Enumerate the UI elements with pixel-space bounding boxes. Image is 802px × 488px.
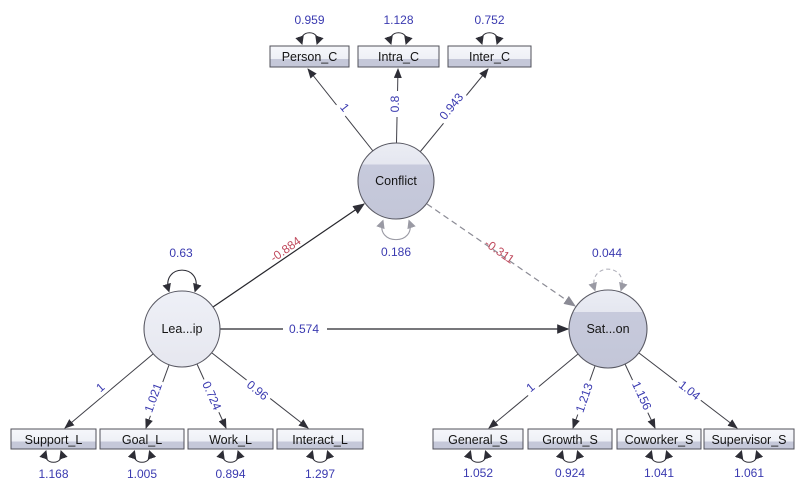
path-leadership-to-conflict[interactable]: -0.884 bbox=[212, 203, 365, 308]
variance-loop[interactable] bbox=[376, 219, 416, 241]
error-variance-value: 1.052 bbox=[463, 466, 493, 480]
loading-value: 1.156 bbox=[629, 379, 655, 412]
indicator-box[interactable] bbox=[447, 45, 532, 68]
indicator-general-s[interactable]: General_S 1.052 bbox=[432, 428, 524, 480]
loading-leadership-support[interactable]: 1 bbox=[64, 353, 154, 429]
error-variance-loop[interactable] bbox=[216, 449, 245, 463]
indicator-intra-c[interactable]: Intra_C 1.128 bbox=[357, 13, 440, 68]
error-variance-loop[interactable] bbox=[127, 449, 157, 463]
error-variance-loop[interactable] bbox=[644, 449, 674, 463]
error-variance-loop[interactable] bbox=[305, 449, 335, 463]
indicator-goal-l[interactable]: Goal_L 1.005 bbox=[99, 428, 185, 481]
indicator-inter-c[interactable]: Inter_C 0.752 bbox=[447, 13, 532, 68]
latent-label: Lea...ip bbox=[161, 322, 202, 336]
indicator-label: Coworker_S bbox=[625, 433, 694, 447]
indicator-label: Work_L bbox=[209, 433, 252, 447]
error-variance-value: 1.168 bbox=[38, 467, 68, 481]
indicator-label: Interact_L bbox=[292, 433, 348, 447]
loading-conflict-inter[interactable]: 0.943 bbox=[419, 68, 489, 153]
error-variance-value: 0.924 bbox=[555, 466, 585, 480]
indicator-label: Support_L bbox=[25, 433, 83, 447]
loading-value: 0.8 bbox=[388, 95, 402, 112]
error-variance-value: 1.041 bbox=[644, 466, 674, 480]
indicator-box[interactable] bbox=[432, 428, 524, 450]
loading-value: 0.724 bbox=[199, 379, 224, 412]
error-variance-loop[interactable] bbox=[734, 449, 764, 463]
latent-label: Sat...on bbox=[586, 322, 629, 336]
latent-circle[interactable] bbox=[357, 142, 435, 220]
indicator-interact-l[interactable]: Interact_L 1.297 bbox=[276, 428, 364, 481]
indicator-box[interactable] bbox=[276, 428, 364, 450]
error-variance-value: 1.061 bbox=[734, 466, 764, 480]
indicator-label: Growth_S bbox=[542, 433, 598, 447]
indicator-person-c[interactable]: Person_C 0.959 bbox=[269, 13, 350, 68]
error-variance-loop[interactable] bbox=[475, 32, 504, 46]
indicator-box[interactable] bbox=[269, 45, 350, 68]
indicator-label: General_S bbox=[448, 433, 508, 447]
loading-satisfaction-growth[interactable]: 1.213 bbox=[572, 365, 598, 429]
indicator-box[interactable] bbox=[616, 428, 702, 450]
loading-satisfaction-supervisor[interactable]: 1.04 bbox=[638, 352, 738, 429]
loading-leadership-interact[interactable]: 0.96 bbox=[211, 352, 309, 429]
variance-loop[interactable] bbox=[588, 268, 628, 292]
path-conflict-to-satisfaction[interactable]: -0.311 bbox=[426, 203, 576, 307]
error-variance-value: 1.005 bbox=[127, 467, 157, 481]
variance-value: 0.186 bbox=[381, 245, 411, 259]
indicator-box[interactable] bbox=[10, 428, 97, 450]
indicator-box[interactable] bbox=[703, 428, 795, 450]
loading-satisfaction-general[interactable]: 1 bbox=[488, 353, 579, 429]
variance-loop[interactable] bbox=[162, 269, 202, 293]
indicator-growth-s[interactable]: Growth_S 0.924 bbox=[527, 428, 613, 480]
loading-leadership-goal[interactable]: 1.021 bbox=[140, 364, 170, 429]
indicator-box[interactable] bbox=[187, 428, 274, 450]
variance-value: 0.044 bbox=[592, 246, 622, 260]
error-variance-value: 0.752 bbox=[474, 13, 504, 27]
indicator-box[interactable] bbox=[527, 428, 613, 450]
indicator-label: Supervisor_S bbox=[711, 433, 786, 447]
indicator-work-l[interactable]: Work_L 0.894 bbox=[187, 428, 274, 481]
latent-satisfaction[interactable]: Sat...on 0.044 bbox=[568, 246, 648, 369]
error-variance-loop[interactable] bbox=[295, 32, 324, 46]
indicator-label: Intra_C bbox=[378, 50, 419, 64]
loading-leadership-work[interactable]: 0.724 bbox=[196, 363, 227, 429]
leadership-satisfaction-estimate: 0.574 bbox=[289, 322, 319, 336]
path-leadership-to-satisfaction[interactable]: 0.574 bbox=[220, 322, 570, 336]
loading-conflict-person[interactable]: 1 bbox=[307, 68, 374, 152]
leadership-conflict-arrow[interactable] bbox=[212, 203, 365, 308]
error-variance-value: 1.297 bbox=[305, 467, 335, 481]
indicator-support-l[interactable]: Support_L 1.168 bbox=[10, 428, 97, 481]
latent-leadership[interactable]: Lea...ip 0.63 bbox=[143, 246, 221, 368]
error-variance-loop[interactable] bbox=[463, 449, 493, 463]
conflict-satisfaction-estimate: -0.311 bbox=[482, 236, 517, 267]
indicator-box[interactable] bbox=[99, 428, 185, 450]
indicator-coworker-s[interactable]: Coworker_S 1.041 bbox=[616, 428, 702, 480]
error-variance-value: 0.959 bbox=[294, 13, 324, 27]
indicator-box[interactable] bbox=[357, 45, 440, 68]
indicator-supervisor-s[interactable]: Supervisor_S 1.061 bbox=[703, 428, 795, 480]
variance-value: 0.63 bbox=[169, 246, 193, 260]
indicator-label: Inter_C bbox=[469, 50, 510, 64]
error-variance-value: 0.894 bbox=[215, 467, 245, 481]
loading-conflict-intra[interactable]: 0.8 bbox=[388, 68, 403, 144]
indicator-label: Goal_L bbox=[122, 433, 162, 447]
error-variance-loop[interactable] bbox=[39, 449, 68, 463]
indicator-label: Person_C bbox=[282, 50, 338, 64]
latent-conflict[interactable]: Conflict 0.186 bbox=[357, 142, 435, 259]
error-variance-value: 1.128 bbox=[383, 13, 413, 27]
loading-satisfaction-coworker[interactable]: 1.156 bbox=[624, 363, 656, 429]
latent-label: Conflict bbox=[375, 174, 417, 188]
error-variance-loop[interactable] bbox=[555, 449, 585, 463]
error-variance-loop[interactable] bbox=[384, 32, 413, 46]
